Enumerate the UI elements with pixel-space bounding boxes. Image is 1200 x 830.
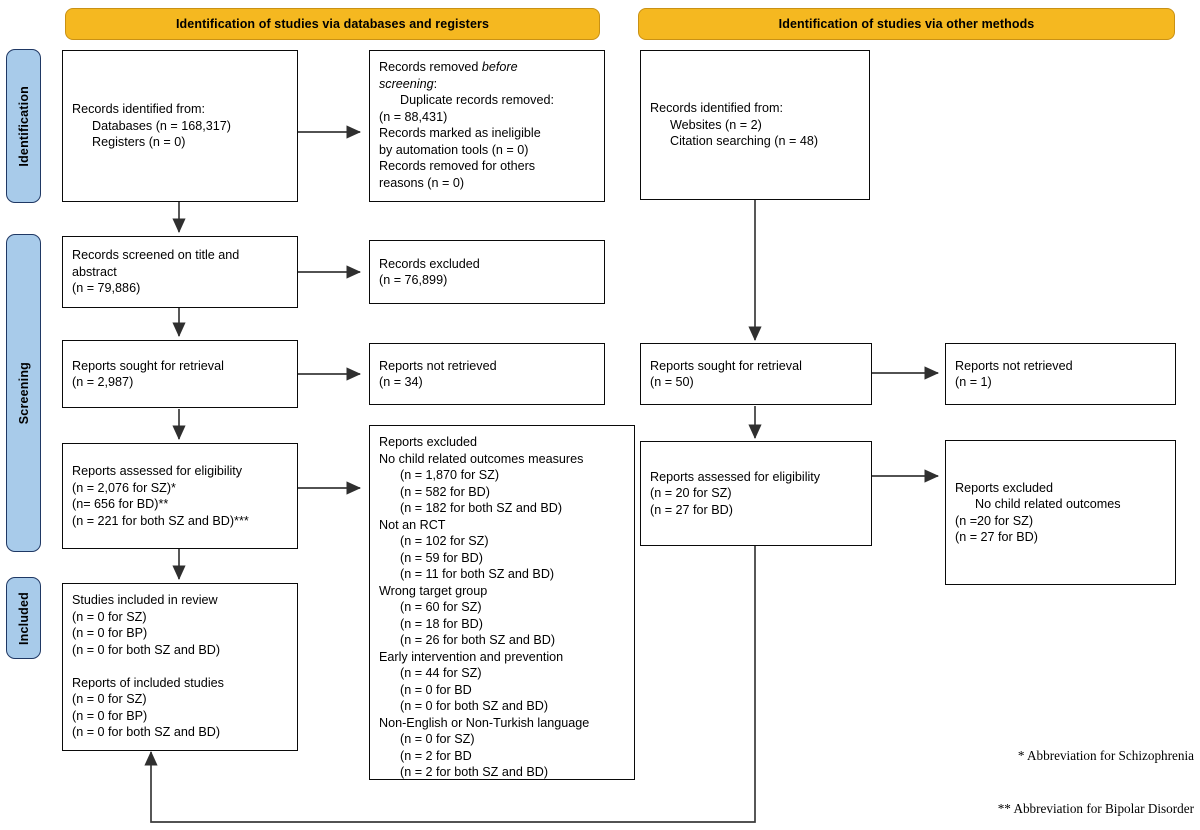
rr-italic-before: before xyxy=(481,60,518,74)
records-excluded-box: Records excluded (n = 76,899) xyxy=(369,240,605,304)
reports-assessed-databases-text: Reports assessed for eligibility (n = 2,… xyxy=(72,464,249,528)
stage-tab-identification-label: Identification xyxy=(16,85,31,167)
header-other-methods-label: Identification of studies via other meth… xyxy=(778,17,1035,31)
reports-not-retrieved-databases-box: Reports not retrieved (n = 34) xyxy=(369,343,605,405)
records-identified-other-box: Records identified from: Websites (n = 2… xyxy=(640,50,870,200)
footnote-double-asterisk: ** Abbreviation for Bipolar Disorder xyxy=(997,800,1194,816)
stage-tab-screening-label: Screening xyxy=(16,361,31,425)
records-excluded-text: Records excluded (n = 76,899) xyxy=(379,256,480,288)
studies-included-box: Studies included in review (n = 0 for SZ… xyxy=(62,583,298,751)
rr-line0: Records removed xyxy=(379,60,482,74)
records-screened-text: Records screened on title and abstract (… xyxy=(72,248,240,296)
reports-excluded-other-text: Reports excluded No child related outcom… xyxy=(955,480,1121,545)
reports-excluded-databases-text: Reports excluded No child related outcom… xyxy=(379,435,590,779)
reports-assessed-databases-box: Reports assessed for eligibility (n = 2,… xyxy=(62,443,298,549)
reports-excluded-databases-box: Reports excluded No child related outcom… xyxy=(369,425,635,780)
reports-sought-databases-text: Reports sought for retrieval (n = 2,987) xyxy=(72,358,224,390)
records-identified-other-text: Records identified from: Websites (n = 2… xyxy=(650,101,819,149)
rr-colon: : xyxy=(433,76,438,91)
reports-excluded-other-box: Reports excluded No child related outcom… xyxy=(945,440,1176,585)
reports-not-retrieved-other-box: Reports not retrieved (n = 1) xyxy=(945,343,1176,405)
header-databases-registers-label: Identification of studies via databases … xyxy=(175,17,490,31)
stage-tab-identification: Identification xyxy=(6,49,41,203)
reports-sought-other-box: Reports sought for retrieval (n = 50) xyxy=(640,343,872,405)
header-databases-registers: Identification of studies via databases … xyxy=(65,8,600,40)
reports-not-retrieved-other-text: Reports not retrieved (n = 1) xyxy=(955,358,1073,390)
footnotes: * Abbreviation for Schizophrenia ** Abbr… xyxy=(899,712,1194,830)
reports-assessed-other-box: Reports assessed for eligibility (n = 20… xyxy=(640,441,872,546)
header-other-methods: Identification of studies via other meth… xyxy=(638,8,1175,40)
stage-tab-screening: Screening xyxy=(6,234,41,552)
reports-sought-other-text: Reports sought for retrieval (n = 50) xyxy=(650,358,802,390)
spacer-line xyxy=(72,658,288,675)
footnote-single-asterisk: * Abbreviation for Schizophrenia xyxy=(1017,748,1194,763)
reports-not-retrieved-databases-text: Reports not retrieved (n = 34) xyxy=(379,358,497,390)
studies-included-text: Studies included in review (n = 0 for SZ… xyxy=(63,584,297,741)
records-removed-before-screening-box: Records removed before screening: Duplic… xyxy=(369,50,605,202)
reports-sought-databases-box: Reports sought for retrieval (n = 2,987) xyxy=(62,340,298,408)
stage-tab-included: Included xyxy=(6,577,41,659)
rr-italic-screening: screening xyxy=(379,76,434,91)
records-removed-before-screening-text: Records removed before screening: Duplic… xyxy=(379,60,554,190)
records-screened-box: Records screened on title and abstract (… xyxy=(62,236,298,308)
reports-assessed-other-text: Reports assessed for eligibility (n = 20… xyxy=(650,469,821,517)
records-identified-databases-box: Records identified from: Databases (n = … xyxy=(62,50,298,202)
stage-tab-included-label: Included xyxy=(16,591,31,645)
records-identified-databases-text: Records identified from: Databases (n = … xyxy=(72,102,231,150)
